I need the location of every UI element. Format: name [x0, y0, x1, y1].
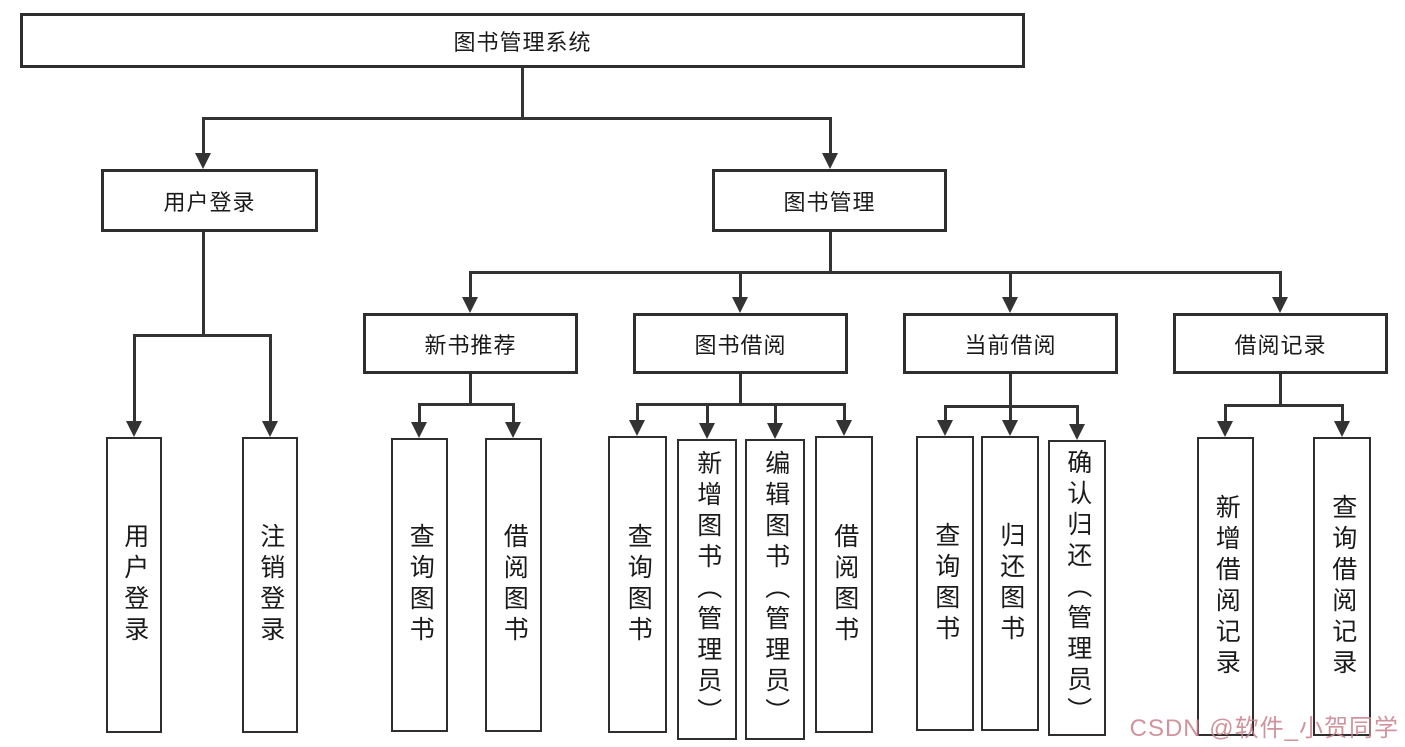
arrowhead-current-query-icon	[937, 420, 953, 436]
leaf-confirm-return-admin: 确认归还（管理员）	[1048, 440, 1106, 736]
arrowhead-borrow-books-icon	[836, 420, 852, 436]
connector-drop-return-books	[1009, 405, 1012, 420]
arrowhead-records-icon	[1272, 297, 1288, 313]
leaf-return-books: 归还图书	[981, 436, 1039, 731]
node-borrow-records: 借阅记录	[1173, 313, 1388, 374]
node-user-login-label: 用户登录	[163, 189, 256, 215]
node-new-book-recommend-label: 新书推荐	[424, 332, 517, 358]
connector-drop-leaf-logout	[269, 334, 272, 421]
leaf-add-books-admin: 新增图书（管理员）	[677, 439, 737, 740]
leaf-return-books-label: 归还图书	[996, 521, 1025, 646]
leaf-user-login: 用户登录	[106, 437, 162, 733]
connector-drop-leaf-user-login	[133, 334, 136, 421]
connector-drop-book-management	[829, 117, 832, 155]
connector-drop-borrow-query	[636, 403, 639, 420]
arrowhead-recommend-borrow-icon	[505, 422, 521, 438]
connector-drop-borrow	[739, 271, 742, 297]
leaf-recommend-borrow-books: 借阅图书	[485, 438, 542, 732]
arrowhead-current-icon	[1002, 297, 1018, 313]
connector-level2-rail	[202, 117, 832, 120]
leaf-borrow-books: 借阅图书	[815, 436, 873, 733]
leaf-recommend-borrow-books-label: 借阅图书	[500, 523, 529, 647]
connector-user-login-rail	[133, 334, 272, 337]
connector-records-rail	[1224, 404, 1344, 407]
node-book-borrow-label: 图书借阅	[694, 332, 787, 358]
arrowhead-leaf-user-login-icon	[126, 421, 142, 437]
connector-drop-current	[1009, 271, 1012, 297]
connector-drop-confirm-return	[1076, 405, 1079, 424]
leaf-query-borrow-record-label: 查询借阅记录	[1328, 493, 1357, 680]
node-current-borrow: 当前借阅	[903, 313, 1118, 374]
connector-drop-current-query	[944, 405, 947, 420]
connector-user-login-stub	[202, 232, 205, 336]
connector-drop-recommend-borrow	[512, 403, 515, 422]
connector-recommend-stub	[469, 374, 472, 406]
leaf-confirm-return-admin-label: 确认归还（管理员）	[1063, 448, 1092, 728]
leaf-current-query-books-label: 查询图书	[931, 521, 960, 646]
arrowhead-borrow-icon	[732, 297, 748, 313]
connector-drop-add-record	[1224, 404, 1227, 421]
connector-borrow-stub	[739, 374, 742, 406]
arrowhead-book-management-icon	[822, 153, 838, 169]
arrowhead-borrow-query-icon	[629, 420, 645, 436]
arrowhead-add-books-icon	[699, 423, 715, 439]
arrowhead-recommend-icon	[462, 297, 478, 313]
leaf-user-login-label: 用户登录	[120, 523, 149, 647]
connector-drop-user-login	[202, 117, 205, 155]
connector-drop-add-books	[706, 403, 709, 423]
arrowhead-add-record-icon	[1217, 421, 1233, 437]
connector-recommend-rail	[418, 403, 515, 406]
leaf-current-query-books: 查询图书	[916, 436, 974, 731]
connector-drop-recommend	[469, 271, 472, 297]
leaf-edit-books-admin: 编辑图书（管理员）	[745, 439, 805, 740]
arrowhead-edit-books-icon	[767, 423, 783, 439]
arrowhead-leaf-logout-icon	[262, 421, 278, 437]
node-book-management: 图书管理	[712, 169, 947, 232]
connector-drop-records	[1279, 271, 1282, 297]
arrowhead-recommend-query-icon	[411, 422, 427, 438]
leaf-logout: 注销登录	[242, 437, 298, 733]
leaf-add-borrow-record: 新增借阅记录	[1197, 437, 1254, 736]
arrowhead-query-record-icon	[1334, 421, 1350, 437]
leaf-borrow-query-books: 查询图书	[608, 436, 667, 733]
csdn-watermark: CSDN @软件_小贺同学	[1129, 715, 1399, 742]
connector-records-stub	[1279, 374, 1282, 407]
connector-current-stub	[1009, 374, 1012, 408]
connector-drop-edit-books	[774, 403, 777, 423]
arrowhead-return-books-icon	[1002, 420, 1018, 436]
node-book-borrow: 图书借阅	[633, 313, 848, 374]
arrowhead-confirm-return-icon	[1069, 424, 1085, 440]
leaf-borrow-books-label: 借阅图书	[830, 522, 859, 647]
node-new-book-recommend: 新书推荐	[363, 313, 578, 374]
connector-level3-rail	[469, 271, 1282, 274]
leaf-add-books-admin-label: 新增图书（管理员）	[693, 450, 722, 729]
leaf-edit-books-admin-label: 编辑图书（管理员）	[761, 450, 790, 729]
connector-drop-borrow-books	[843, 403, 846, 420]
node-current-borrow-label: 当前借阅	[964, 332, 1057, 358]
connector-book-management-stub	[829, 232, 832, 273]
leaf-logout-label: 注销登录	[256, 523, 285, 647]
connector-borrow-rail	[636, 403, 846, 406]
node-user-login: 用户登录	[101, 169, 318, 232]
leaf-query-borrow-record: 查询借阅记录	[1313, 437, 1371, 736]
node-root: 图书管理系统	[20, 13, 1025, 68]
node-book-management-label: 图书管理	[783, 189, 876, 215]
connector-drop-recommend-query	[418, 403, 421, 422]
arrowhead-user-login-icon	[195, 153, 211, 169]
connector-drop-query-record	[1341, 404, 1344, 421]
connector-root-stub	[521, 68, 524, 120]
leaf-add-borrow-record-label: 新增借阅记录	[1212, 493, 1241, 680]
leaf-borrow-query-books-label: 查询图书	[624, 522, 653, 647]
leaf-recommend-query-books: 查询图书	[391, 438, 448, 732]
leaf-recommend-query-books-label: 查询图书	[406, 523, 435, 647]
node-borrow-records-label: 借阅记录	[1234, 332, 1327, 358]
node-root-label: 图书管理系统	[453, 29, 592, 55]
